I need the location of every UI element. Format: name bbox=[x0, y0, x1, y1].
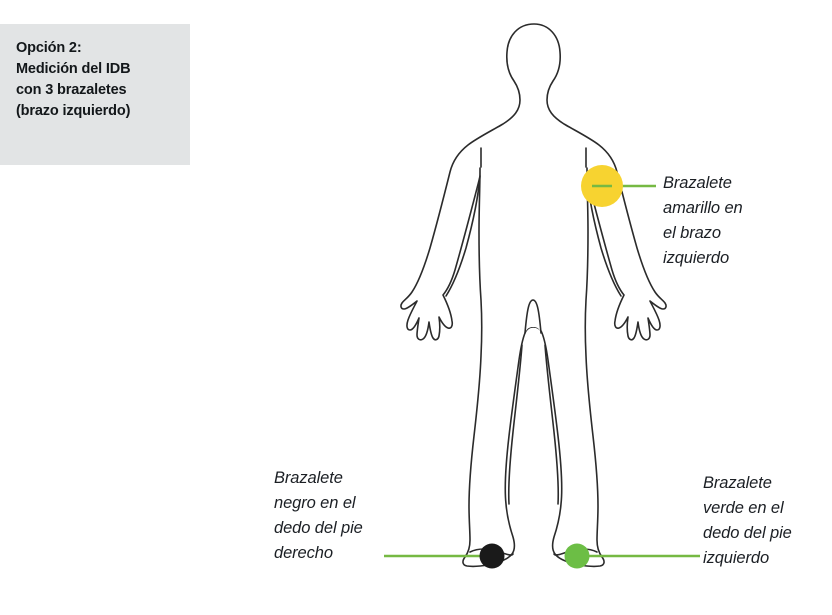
label-green-line-2: verde en el bbox=[703, 499, 784, 517]
body-outline bbox=[400, 23, 667, 568]
caption-line-2: Medición del IDB bbox=[16, 61, 131, 77]
caption-line-4: (brazo izquierdo) bbox=[16, 103, 131, 119]
label-yellow-line-1: Brazalete bbox=[663, 174, 732, 192]
label-green-line-1: Brazalete bbox=[703, 474, 772, 492]
label-yellow-cuff: Brazalete amarillo en el brazo izquierdo bbox=[663, 171, 743, 271]
label-green-line-4: izquierdo bbox=[703, 549, 770, 567]
label-yellow-line-3: el brazo bbox=[663, 224, 721, 242]
label-green-toe-cuff: Brazalete verde en el dedo del pie izqui… bbox=[703, 471, 792, 571]
marker-green-toe-cuff bbox=[564, 543, 590, 569]
label-black-line-3: dedo del pie bbox=[274, 519, 363, 537]
caption-box: Opción 2: Medición del IDB con 3 brazale… bbox=[0, 24, 190, 165]
label-black-line-2: negro en el bbox=[274, 494, 356, 512]
caption-line-3: con 3 brazaletes bbox=[16, 82, 127, 98]
label-yellow-line-2: amarillo en bbox=[663, 199, 743, 217]
label-yellow-line-4: izquierdo bbox=[663, 249, 730, 267]
label-green-line-3: dedo del pie bbox=[703, 524, 792, 542]
label-black-line-1: Brazalete bbox=[274, 469, 343, 487]
marker-black-toe-cuff bbox=[479, 543, 505, 569]
label-black-toe-cuff: Brazalete negro en el dedo del pie derec… bbox=[274, 466, 363, 566]
label-black-line-4: derecho bbox=[274, 544, 333, 562]
caption-line-1: Opción 2: bbox=[16, 40, 82, 56]
